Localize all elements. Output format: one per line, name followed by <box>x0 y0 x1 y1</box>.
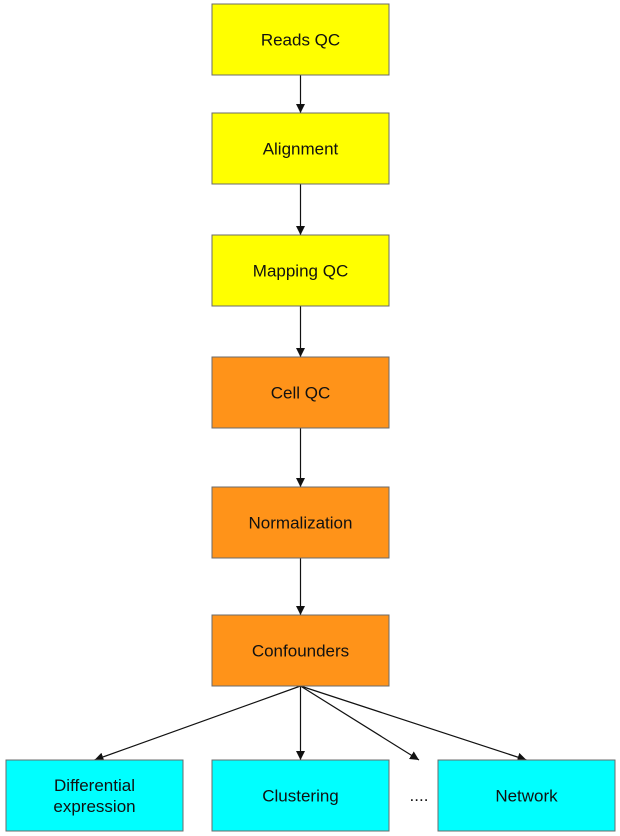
edges-layer <box>94 75 527 762</box>
node-cell-qc: Cell QC <box>211 356 390 429</box>
edge-confounders-to-network <box>300 685 527 762</box>
node-box-network <box>437 759 616 832</box>
node-label-confounders: Confounders <box>252 642 349 661</box>
node-label-differential-expression: expression <box>53 797 135 816</box>
node-box-clustering <box>211 759 390 832</box>
node-alignment: Alignment <box>211 112 390 185</box>
ellipsis-label: .... <box>410 786 429 805</box>
node-differential-expression: Differential expression <box>5 759 184 832</box>
node-label-reads-qc: Reads QC <box>261 31 340 50</box>
node-network: Network <box>437 759 616 832</box>
node-label-clustering: Clustering <box>262 787 339 806</box>
node-box-alignment <box>211 112 390 185</box>
node-confounders: Confounders <box>211 614 390 687</box>
node-box-confounders <box>211 614 390 687</box>
node-box-differential-expression <box>5 759 184 832</box>
node-label-network: Network <box>495 787 558 806</box>
node-box-reads-qc <box>211 3 390 76</box>
node-mapping-qc: Mapping QC <box>211 234 390 307</box>
node-reads-qc: Reads QC <box>211 3 390 76</box>
node-label-differential-expression: Differential <box>54 776 135 795</box>
edge-confounders-to-differential-expression <box>94 685 301 762</box>
node-label-mapping-qc: Mapping QC <box>253 262 348 281</box>
node-label-alignment: Alignment <box>263 140 339 159</box>
node-normalization: Normalization <box>211 486 390 559</box>
node-label-normalization: Normalization <box>249 514 353 533</box>
edge-confounders-to-ellipsis <box>300 685 420 761</box>
node-box-normalization <box>211 486 390 559</box>
node-box-cell-qc <box>211 356 390 429</box>
node-clustering: Clustering <box>211 759 390 832</box>
node-box-mapping-qc <box>211 234 390 307</box>
node-label-cell-qc: Cell QC <box>271 384 331 403</box>
